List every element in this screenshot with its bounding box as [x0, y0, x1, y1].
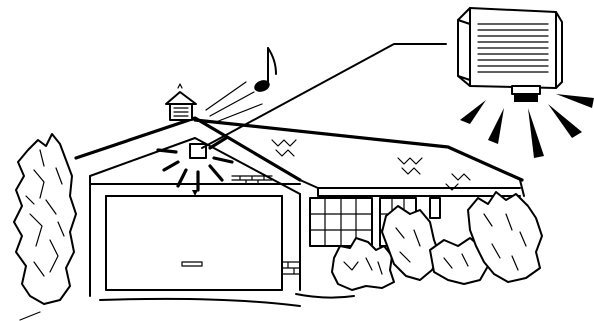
left-tree: [14, 134, 76, 304]
eighth-note-icon: [253, 48, 276, 94]
cupola: [166, 84, 196, 120]
enlarged-light-fixture: [458, 8, 594, 158]
driveway: [20, 294, 354, 320]
sound-lines: [206, 82, 262, 122]
